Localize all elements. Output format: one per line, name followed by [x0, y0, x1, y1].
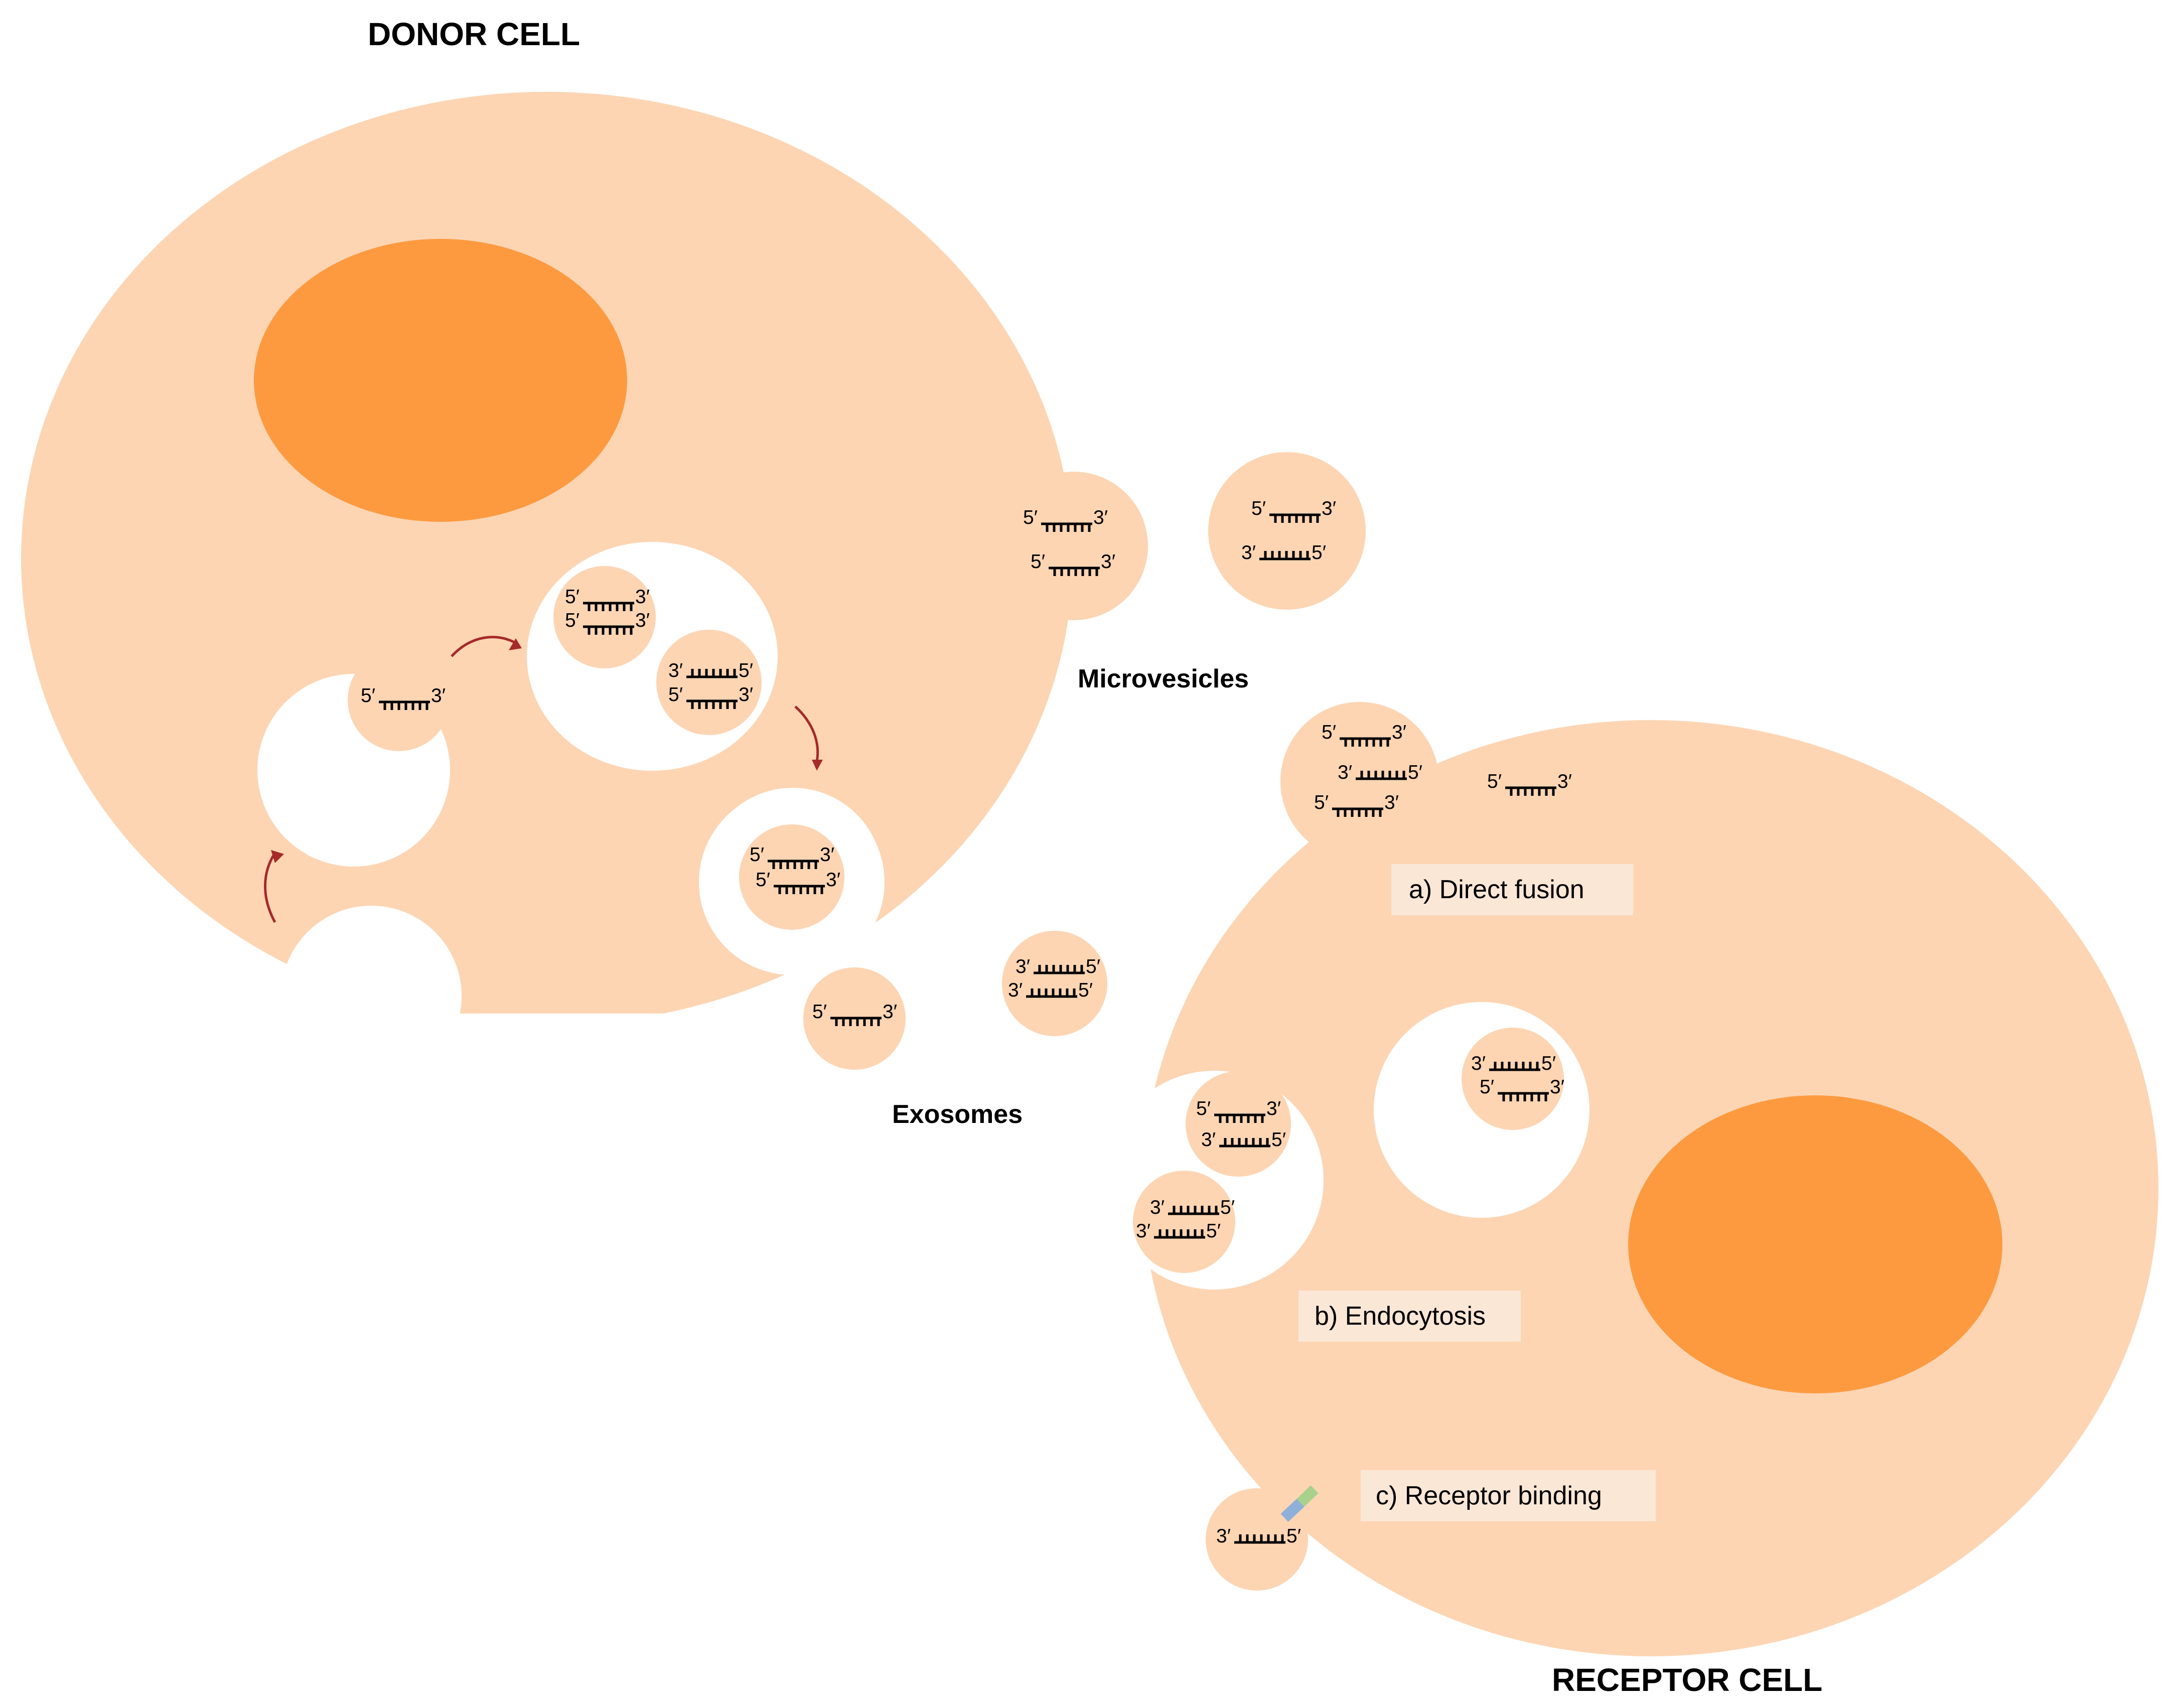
intraluminal-vesicle [656, 630, 762, 735]
endocytosis-box [1298, 1291, 1521, 1342]
direct-fusion-box [1391, 864, 1633, 915]
membrane-receptor-icon [1296, 1485, 1319, 1507]
donor-nucleus [254, 239, 627, 522]
arrow-icon [264, 852, 276, 923]
donor-cell [0, 92, 1073, 1224]
arrow-head-icon [812, 760, 823, 771]
microvesicles-label: Microvesicles [1078, 664, 1249, 693]
arrow-icon [451, 636, 515, 657]
direct-fusion-label: a) Direct fusion [1409, 875, 1584, 904]
endocytosed-exosome [1133, 1171, 1235, 1273]
arrow-head-icon [509, 638, 522, 650]
endocytosis-label: b) Endocytosis [1315, 1302, 1486, 1331]
receptor-binding-label: c) Receptor binding [1376, 1481, 1602, 1510]
receptor-binding-box [1361, 1470, 1656, 1521]
intraluminal-vesicle [739, 824, 844, 930]
microvesicle [1208, 452, 1366, 610]
internalized-vesicle [1462, 1028, 1564, 1130]
donor-cell-title: DONOR CELL [368, 16, 580, 52]
donor-lower-cut [0, 1014, 783, 1224]
microvesicle-budding [999, 472, 1148, 620]
receptor-nucleus [1628, 1095, 2002, 1393]
budding-vesicle [348, 649, 450, 751]
receptor-cell-title: RECEPTOR CELL [1552, 1662, 1822, 1698]
arrow-icon [794, 705, 819, 762]
exosomes-label: Exosomes [892, 1100, 1023, 1129]
receptor-cell: a) Direct fusion b) Endocytosis c) Recep… [1105, 702, 2158, 1656]
receptor-ligand-icon [1280, 1498, 1305, 1522]
endocytosed-exosome [1186, 1071, 1291, 1177]
arrow-head-icon [271, 850, 284, 863]
donor-cytoplasm [21, 92, 1073, 1025]
